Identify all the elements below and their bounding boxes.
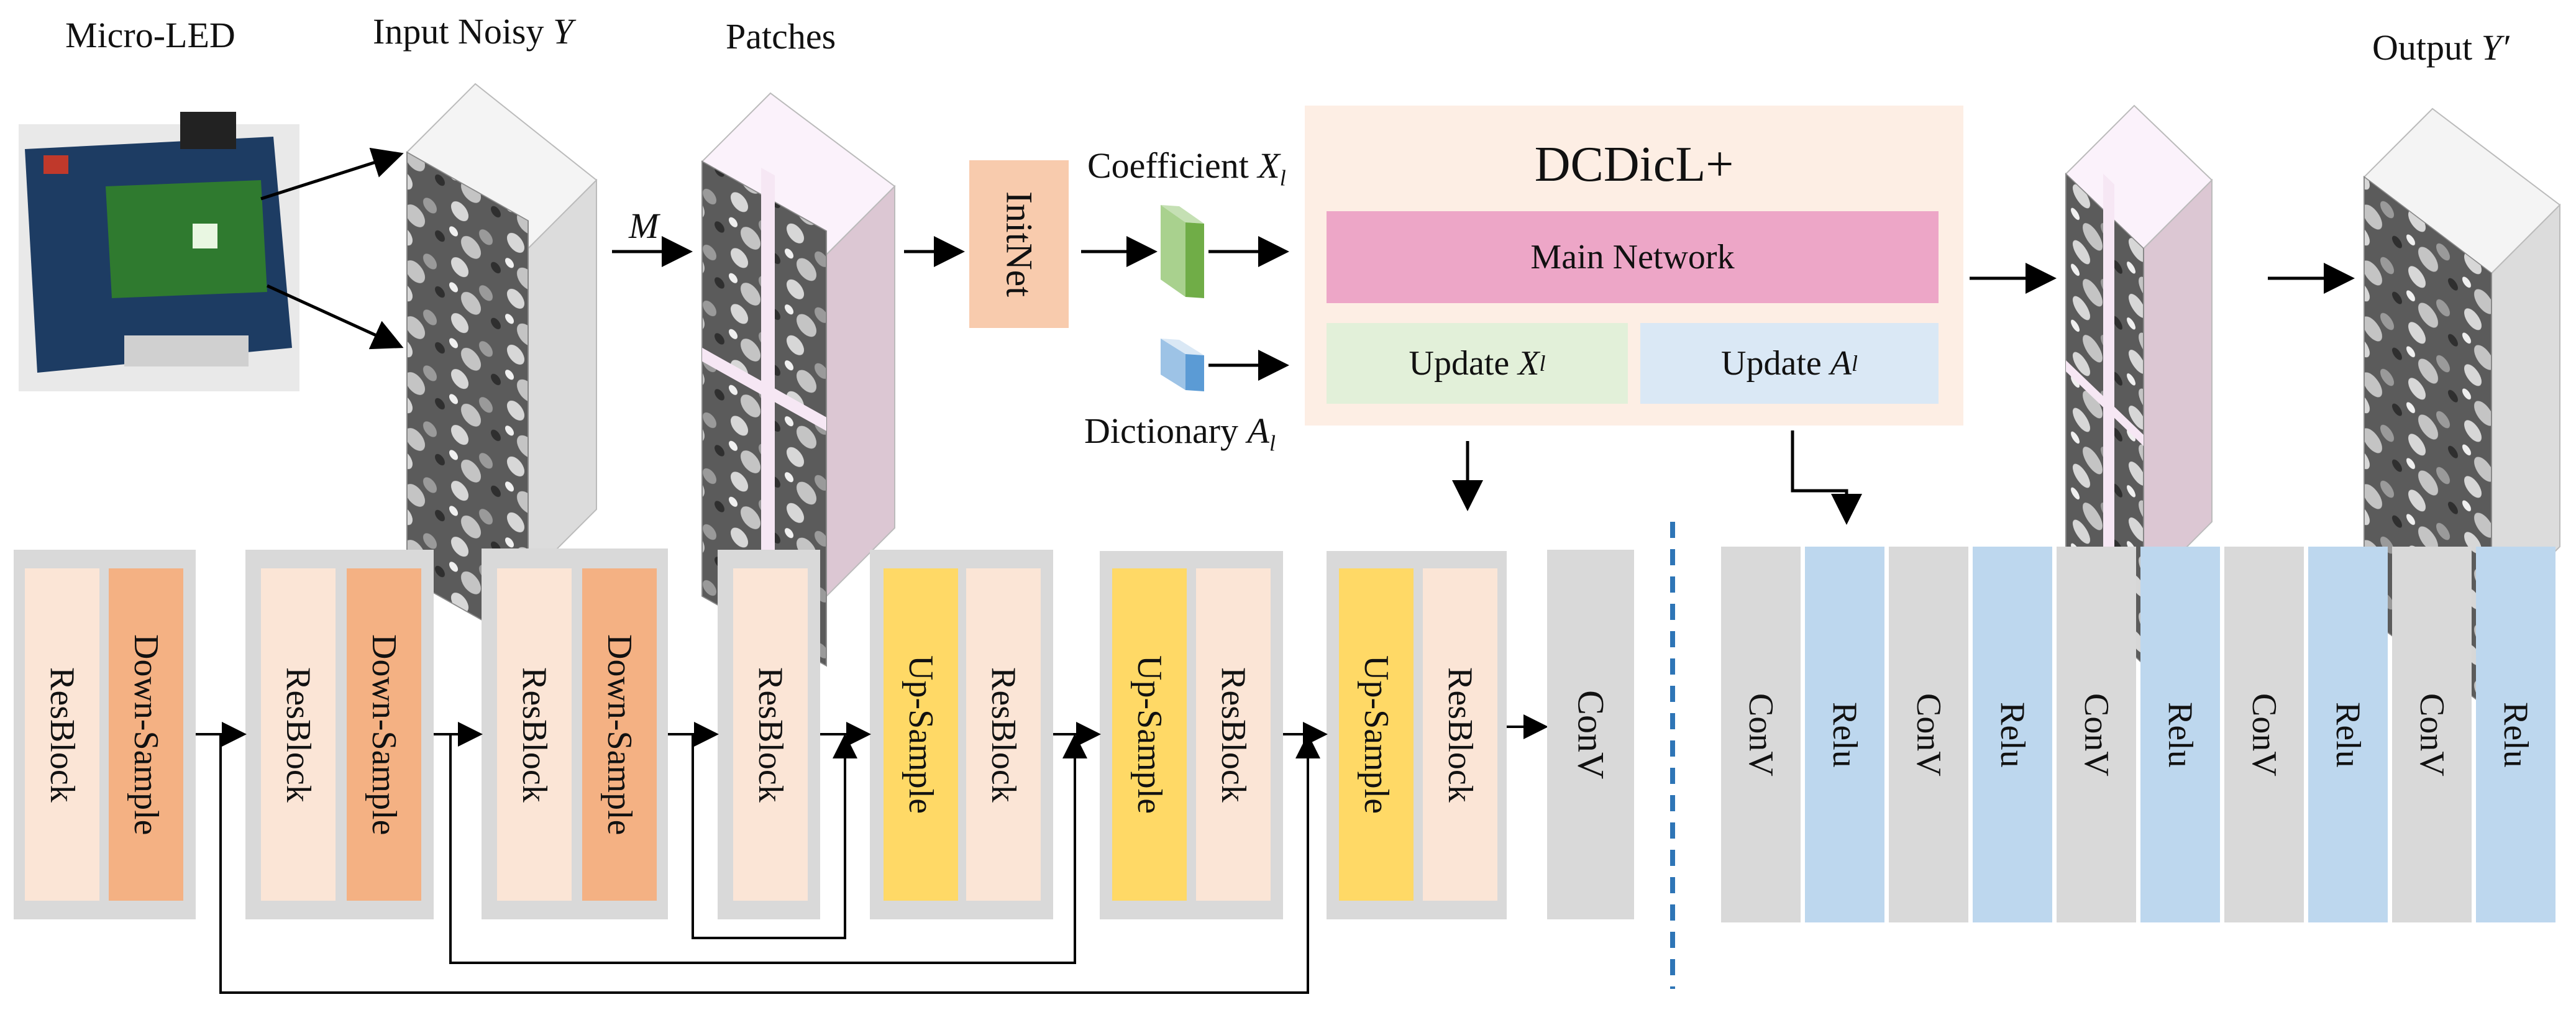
output-label: Output Y′ [2372, 30, 2510, 66]
initnet-box [969, 160, 1069, 328]
unet-block-2-right: Down-Sample [347, 568, 421, 901]
cnn-layer-1: ConV [1721, 547, 1801, 922]
arrow-led-to-input-top [260, 147, 404, 201]
unet-block-4-left: ResBlock [733, 568, 808, 901]
unet-block-7-left: Up-Sample [1339, 568, 1414, 901]
micro-led-photo [19, 112, 299, 391]
dictionary-text: Dictionary [1084, 411, 1239, 451]
unet-block-5-right: ResBlock [966, 568, 1041, 901]
dictionary-prism [1161, 339, 1204, 391]
dictionary-label: Dictionary Al [1084, 413, 1276, 455]
cnn-layer-2: Relu [1805, 547, 1884, 922]
input-noisy-var: Y [553, 11, 573, 52]
update-x-box [1327, 323, 1628, 404]
cnn-layer-8: Relu [2308, 547, 2388, 922]
coefficient-label: Coefficient Xl [1087, 148, 1286, 189]
input-noisy-text: Input Noisy [373, 11, 544, 52]
update-x-text: Update [1409, 344, 1510, 383]
dictionary-var: A [1247, 411, 1269, 451]
output-text: Output [2372, 27, 2473, 68]
cnn-layer-5: ConV [2057, 547, 2136, 922]
unet-block-2-left: ResBlock [261, 568, 336, 901]
cnn-layer-9: ConV [2392, 547, 2472, 922]
cnn-layer-7: ConV [2224, 547, 2304, 922]
output-patches-cube [2065, 104, 2213, 666]
micro-led-label: Micro-LED [65, 15, 235, 55]
unet-block-7-right: ResBlock [1423, 568, 1497, 901]
unet-block-3-right: Down-Sample [582, 568, 657, 901]
arrow-update-a-down [1791, 430, 1862, 525]
unet-block-1-left: ResBlock [25, 568, 99, 901]
unet-block-3-left: ResBlock [497, 568, 572, 901]
input-noisy-cube [406, 83, 598, 647]
update-x-sub: l [1539, 351, 1546, 376]
patches-label: Patches [726, 16, 836, 57]
update-a-box [1640, 323, 1939, 404]
patches-cube [701, 92, 896, 667]
main-network-box [1327, 211, 1939, 303]
unet-block-6-right: ResBlock [1196, 568, 1271, 901]
unet-block-1-right: Down-Sample [109, 568, 183, 901]
cnn-layer-10: Relu [2476, 547, 2555, 922]
main-network-label: Main Network [1530, 238, 1735, 276]
coefficient-prism [1161, 205, 1204, 298]
unet-final-conv: ConV [1547, 550, 1634, 919]
cnn-layer-4: Relu [1973, 547, 2052, 922]
output-var: Y′ [2481, 27, 2510, 68]
arrow-led-to-input-bottom [266, 284, 404, 350]
update-x-var: X [1518, 344, 1540, 383]
m-label: M [629, 206, 659, 246]
input-noisy-label: Input Noisy Y [373, 14, 573, 50]
update-a-sub: l [1851, 351, 1858, 376]
update-a-var: A [1830, 344, 1852, 383]
unet-block-5-left: Up-Sample [884, 568, 958, 901]
dcdicl-title: DCDicL+ [1534, 137, 1734, 192]
coefficient-var: X [1258, 145, 1280, 186]
cnn-layer-6: Relu [2140, 547, 2220, 922]
unet-block-6-left: Up-Sample [1112, 568, 1187, 901]
update-a-text: Update [1721, 344, 1822, 383]
coefficient-sub: l [1279, 165, 1286, 191]
coefficient-text: Coefficient [1087, 145, 1249, 186]
dictionary-sub: l [1269, 430, 1276, 456]
cnn-layer-3: ConV [1889, 547, 1968, 922]
initnet-label: InitNet [998, 191, 1040, 297]
